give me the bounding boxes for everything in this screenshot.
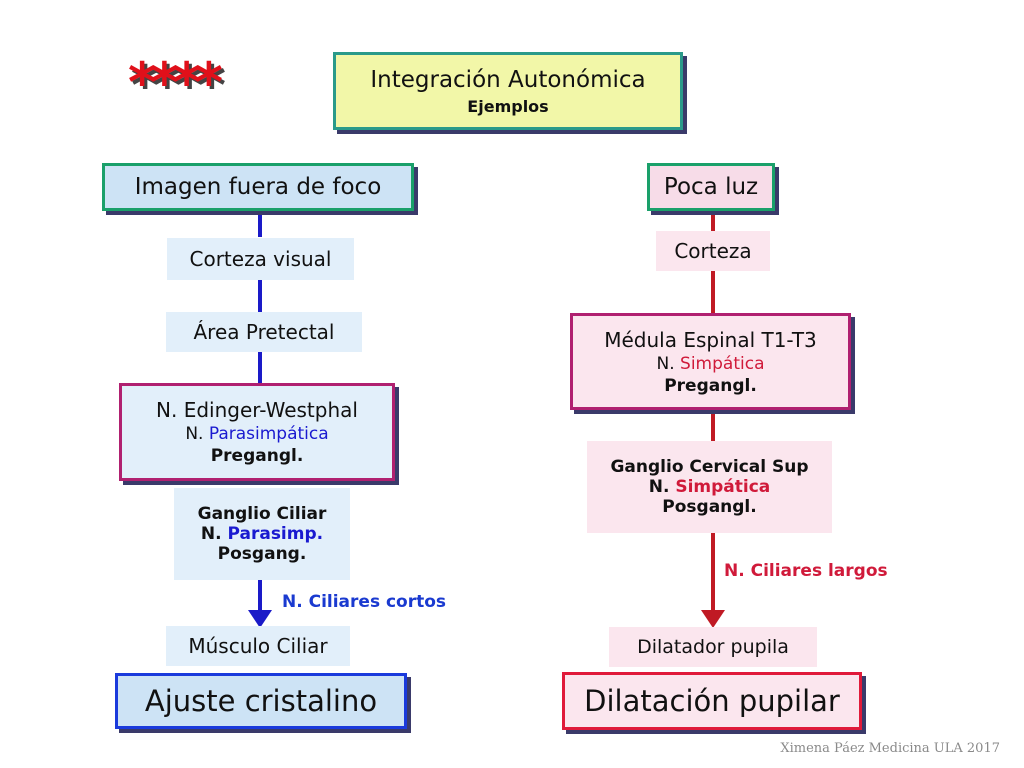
left-muscle-box: Músculo Ciliar <box>166 626 350 666</box>
nucleus-name: N. Edinger-Westphal <box>156 398 358 422</box>
ganglion-name: Ganglio Ciliar <box>197 504 327 524</box>
importance-stars: **** <box>128 51 223 114</box>
left-arrowhead <box>248 610 272 628</box>
left-header-box: Imagen fuera de foco <box>102 163 414 211</box>
nucleus-type: Parasimpática <box>208 424 329 444</box>
right-muscle-box: Dilatador pupila <box>609 627 817 667</box>
ganglion-type: Parasimp. <box>227 524 324 544</box>
page-subtitle: Ejemplos <box>467 96 549 116</box>
left-result-box: Ajuste cristalino <box>115 673 407 729</box>
right-result: Dilatación pupilar <box>584 684 840 718</box>
ganglion-prefix: N. <box>648 477 676 497</box>
cord-type: Simpática <box>680 353 765 374</box>
right-cord-box: Médula Espinal T1-T3 N. Simpática Pregan… <box>570 313 851 410</box>
right-connector-4 <box>711 532 715 616</box>
right-step-cortex: Corteza <box>656 231 770 271</box>
ganglion-prefix: N. <box>200 524 228 544</box>
right-header-box: Poca luz <box>647 163 775 211</box>
left-result: Ajuste cristalino <box>144 684 378 718</box>
right-header: Poca luz <box>663 174 759 200</box>
cord-prefix: N. <box>656 353 681 374</box>
cord-fiber: Pregangl. <box>664 375 757 396</box>
credit-text: Ximena Páez Medicina ULA 2017 <box>780 741 1000 756</box>
step-label: Área Pretectal <box>193 320 335 344</box>
right-arrowhead <box>701 610 725 628</box>
left-header: Imagen fuera de foco <box>134 174 382 200</box>
left-connector-1 <box>258 211 262 237</box>
right-ganglion-box: Ganglio Cervical Sup N. Simpática Posgan… <box>587 441 832 533</box>
right-connector-1 <box>711 211 715 231</box>
left-connector-4 <box>258 580 262 614</box>
muscle-label: Dilatador pupila <box>637 636 789 658</box>
title-box: Integración Autonómica Ejemplos <box>333 52 683 130</box>
step-label: Corteza visual <box>189 247 332 271</box>
left-ganglion-box: Ganglio Ciliar N. Parasimp. Posgang. <box>174 488 350 580</box>
page-title: Integración Autonómica <box>370 66 646 93</box>
ganglion-fiber: Posgangl. <box>662 497 757 517</box>
step-label: Corteza <box>674 239 752 263</box>
left-step-pretectal: Área Pretectal <box>166 312 362 352</box>
nucleus-prefix: N. <box>185 424 209 444</box>
left-nerve-label: N. Ciliares cortos <box>282 592 447 612</box>
right-connector-3 <box>711 410 715 442</box>
right-nerve-label: N. Ciliares largos <box>724 561 888 581</box>
right-connector-2 <box>711 270 715 314</box>
muscle-label: Músculo Ciliar <box>188 634 328 658</box>
left-step-visual-cortex: Corteza visual <box>167 238 354 280</box>
ganglion-name: Ganglio Cervical Sup <box>610 457 809 477</box>
left-nucleus-box: N. Edinger-Westphal N. Parasimpática Pre… <box>119 383 395 481</box>
ganglion-type: Simpática <box>675 477 771 497</box>
cord-name: Médula Espinal T1-T3 <box>604 327 817 352</box>
left-connector-3 <box>258 352 262 384</box>
ganglion-fiber: Posgang. <box>217 544 307 564</box>
nucleus-fiber: Pregangl. <box>210 446 304 466</box>
left-connector-2 <box>258 280 262 312</box>
right-result-box: Dilatación pupilar <box>562 672 862 730</box>
